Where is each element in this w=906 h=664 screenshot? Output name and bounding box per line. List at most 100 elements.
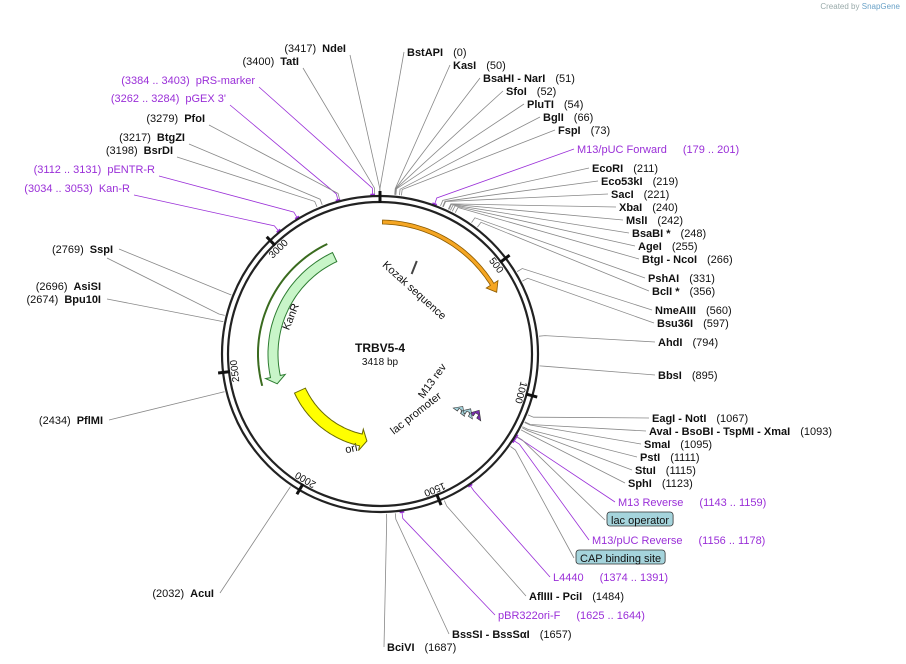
leader-line xyxy=(442,193,609,208)
site-pos-btgzi: (3217) xyxy=(119,132,151,144)
site-pos-l4440: (1374 .. 1391) xyxy=(600,572,669,584)
snapgene-logo-text: SnapGene xyxy=(861,2,900,11)
ruler-tick xyxy=(295,483,305,495)
site-name-pshai: PshAI xyxy=(648,273,679,285)
site-name-m13-puc-reverse: M13/pUC Reverse xyxy=(592,535,682,547)
site-pos-bstapi: (0) xyxy=(453,47,466,59)
site-pos-btgi-ncoi: (266) xyxy=(707,254,733,266)
leader-line xyxy=(447,203,617,210)
ori-label: ori xyxy=(344,442,358,456)
plasmid-size: 3418 bp xyxy=(362,357,399,368)
site-pos-ndei: (3417) xyxy=(284,43,316,55)
site-pos-bbsi: (895) xyxy=(692,370,718,382)
leader-line xyxy=(516,436,616,503)
site-pos-pshai: (331) xyxy=(689,273,715,285)
ruler-tick xyxy=(499,253,511,264)
site-pos-sfoi: (52) xyxy=(537,86,557,98)
site-labels: NdeI(3417)TatI(3400)pRS-marker(3384 .. 3… xyxy=(24,43,832,654)
site-pos-acui: (2032) xyxy=(152,588,184,600)
site-pos-agei: (255) xyxy=(672,241,698,253)
site-name-pbr322ori-f: pBR322ori-F xyxy=(498,610,561,622)
site-pos-bsahi-nari: (51) xyxy=(555,73,575,85)
leader-line xyxy=(188,143,323,205)
site-name-bcli: BclI * xyxy=(652,286,680,298)
site-name-pfoi: PfoI xyxy=(184,113,205,125)
lac-promoter-label: lac promoter xyxy=(388,390,444,437)
leader-line xyxy=(394,90,504,195)
leader-line xyxy=(516,436,606,521)
site-name-agei: AgeI xyxy=(638,241,662,253)
leader-line xyxy=(394,513,450,635)
site-name-eco53ki: Eco53kI xyxy=(601,176,643,188)
site-pos-sphi: (1123) xyxy=(662,478,693,490)
leader-line xyxy=(471,217,646,279)
site-pos-msli: (242) xyxy=(657,215,683,227)
leader-line xyxy=(302,67,376,195)
leader-line xyxy=(258,86,373,195)
site-name-pflmi: PflMI xyxy=(77,415,103,427)
feature-box-rect xyxy=(606,511,674,527)
site-pos-eagi-noti: (1067) xyxy=(716,413,748,425)
site-name-ahdi: AhdI xyxy=(658,337,682,349)
leader-line xyxy=(527,414,650,419)
site-name-sfoi: SfoI xyxy=(506,86,527,98)
site-name-bstapi: BstAPI xyxy=(407,47,443,59)
feature-box-cap-binding-site: CAP binding site xyxy=(575,549,666,565)
leader-line xyxy=(394,64,451,195)
site-name-bsrdi: BsrDI xyxy=(144,145,173,157)
kozak-marker xyxy=(410,260,418,275)
site-name-fspi: FspI xyxy=(558,125,581,137)
site-pos-pentr-r: (3112 .. 3131) xyxy=(34,164,102,176)
site-name-smai: SmaI xyxy=(644,439,670,451)
site-pos-bsssi-bsss-i: (1657) xyxy=(540,629,572,641)
ruler-tick xyxy=(265,235,277,247)
leader-line xyxy=(538,335,656,343)
leader-line xyxy=(399,116,541,196)
leader-line xyxy=(440,167,590,207)
feature-box-label-cap-binding-site: CAP binding site xyxy=(580,553,661,565)
leader-line xyxy=(401,129,556,196)
site-name-pgex-3: pGEX 3' xyxy=(185,93,226,105)
leader-line xyxy=(395,103,525,195)
site-name-bpu10i: Bpu10I xyxy=(64,294,101,306)
leader-line xyxy=(401,512,496,616)
site-name-stui: StuI xyxy=(635,465,656,477)
site-name-msli: MslI xyxy=(626,215,647,227)
site-name-asisi: AsiSI xyxy=(73,281,101,293)
leader-line xyxy=(521,427,633,471)
site-name-acui: AcuI xyxy=(190,588,214,600)
leader-line xyxy=(442,180,599,207)
leader-line xyxy=(176,156,318,208)
feature-box-rect xyxy=(575,549,666,565)
site-pos-bsabi: (248) xyxy=(681,228,707,240)
leader-line xyxy=(514,440,590,541)
leader-line xyxy=(158,175,298,218)
leader-line xyxy=(108,391,225,421)
site-pos-stui: (1115) xyxy=(666,465,696,477)
leader-line xyxy=(118,248,232,296)
site-name-sphi: SphI xyxy=(628,478,652,490)
leader-line xyxy=(524,421,647,432)
leader-line xyxy=(394,77,481,195)
leader-line xyxy=(448,203,624,221)
leader-line xyxy=(451,205,636,247)
leader-line xyxy=(522,426,638,458)
site-pos-nmeaiii: (560) xyxy=(706,305,732,317)
site-name-bgli: BglI xyxy=(543,112,564,124)
site-name-btgi-ncoi: BtgI - NcoI xyxy=(642,254,697,266)
leader-line xyxy=(477,221,650,292)
leader-line xyxy=(516,268,653,311)
ruler-tick xyxy=(435,493,443,506)
site-name-avai-bsobi-tspmi-xmai: AvaI - BsoBI - TspMI - XmaI xyxy=(649,426,790,438)
plasmid-center-label: TRBV5-4 3418 bp xyxy=(355,341,405,368)
ruler-tick-label: 2000 xyxy=(293,469,318,490)
site-pos-bsu36i: (597) xyxy=(703,318,729,330)
ruler-tick-label: 1500 xyxy=(422,480,447,499)
site-pos-prs-marker: (3384 .. 3403) xyxy=(121,75,190,87)
feature-box-label-lac-operator: lac operator xyxy=(611,515,669,527)
site-pos-bpu10i: (2674) xyxy=(27,294,59,306)
site-name-psti: PstI xyxy=(640,452,660,464)
leader-line xyxy=(208,124,340,200)
